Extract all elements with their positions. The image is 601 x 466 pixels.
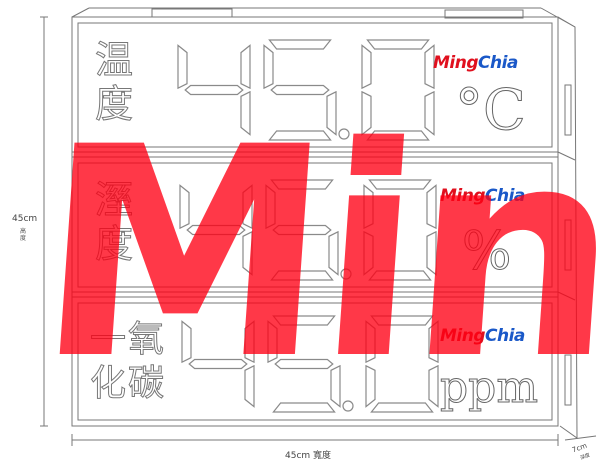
- digit-segment-c: [428, 364, 439, 408]
- digit-segment-b: [242, 184, 253, 230]
- digit-segment-f: [363, 184, 374, 230]
- digit-0-2: [361, 39, 435, 141]
- digit-segment-b: [428, 320, 439, 364]
- unit-celsius: °C: [455, 78, 527, 144]
- top-handle-right: [444, 9, 524, 19]
- front-frame: [71, 16, 559, 427]
- digit-segment-c: [326, 90, 337, 136]
- digit-segment-c: [240, 90, 251, 136]
- panel-humidity: [77, 162, 553, 288]
- digit-segment-c: [426, 230, 437, 276]
- unit-percent: %: [461, 222, 512, 283]
- digit-segment-c: [244, 364, 255, 408]
- digit-2-2: [365, 315, 439, 413]
- row-label-temperature: 温度: [95, 38, 136, 127]
- digit-1-0: [179, 184, 253, 276]
- decimal-point-0: [338, 128, 350, 140]
- side-panel: [557, 16, 578, 439]
- row-label-co: 一氧化碳: [90, 319, 167, 405]
- digit-segment-c: [328, 230, 339, 276]
- digit-segment-f: [361, 44, 372, 90]
- digit-segment-a: [268, 39, 332, 50]
- unit-ppm: ppm: [439, 362, 539, 414]
- digit-segment-f: [181, 320, 192, 364]
- digit-1-1: [265, 179, 339, 281]
- digit-segment-b: [240, 44, 251, 90]
- digit-segment-d: [268, 130, 332, 141]
- brand-logo-3: MingChia: [440, 326, 525, 346]
- digit-2-1: [267, 315, 341, 413]
- digit-segment-f: [263, 44, 274, 90]
- brand-logo-1: MingChia: [433, 53, 518, 73]
- digit-segment-a: [370, 315, 434, 326]
- width-label: 45cm 寬度: [285, 451, 332, 461]
- digit-segment-g: [270, 84, 330, 96]
- top-handle-left: [151, 8, 233, 18]
- digit-segment-g: [186, 224, 246, 236]
- height-label: 45cm: [12, 214, 38, 224]
- digit-segment-d: [368, 270, 432, 281]
- digit-segment-f: [177, 44, 188, 90]
- panel-co: [77, 302, 553, 421]
- digit-0-1: [263, 39, 337, 141]
- digit-2-0: [181, 320, 255, 408]
- digit-segment-d: [366, 130, 430, 141]
- digit-segment-d: [272, 402, 336, 413]
- digit-segment-b: [424, 44, 435, 90]
- digit-segment-e: [365, 364, 376, 408]
- digit-segment-a: [270, 179, 334, 190]
- digit-segment-c: [424, 90, 435, 136]
- digit-segment-g: [188, 358, 248, 370]
- digit-segment-f: [179, 184, 190, 230]
- height-cjk-label: 高度: [19, 228, 26, 242]
- digit-segment-f: [365, 320, 376, 364]
- brand-logo-2: MingChia: [440, 186, 525, 206]
- digit-segment-b: [426, 184, 437, 230]
- digit-segment-g: [272, 224, 332, 236]
- digit-segment-a: [272, 315, 336, 326]
- digit-segment-d: [270, 270, 334, 281]
- digit-segment-a: [366, 39, 430, 50]
- digit-1-2: [363, 179, 437, 281]
- digit-segment-c: [242, 230, 253, 276]
- decimal-point-1: [340, 268, 352, 280]
- digit-0-0: [177, 44, 251, 136]
- decimal-point-2: [342, 400, 354, 412]
- digit-segment-e: [361, 90, 372, 136]
- digit-segment-d: [370, 402, 434, 413]
- digit-segment-g: [184, 84, 244, 96]
- digit-segment-f: [265, 184, 276, 230]
- digit-segment-e: [363, 230, 374, 276]
- digit-segment-c: [330, 364, 341, 408]
- digit-segment-a: [368, 179, 432, 190]
- panel-temperature: [77, 22, 553, 148]
- digit-segment-f: [267, 320, 278, 364]
- digit-segment-b: [244, 320, 255, 364]
- row-label-humidity: 溼度: [95, 178, 136, 267]
- digit-segment-g: [274, 358, 334, 370]
- depth-dimension: [564, 435, 597, 441]
